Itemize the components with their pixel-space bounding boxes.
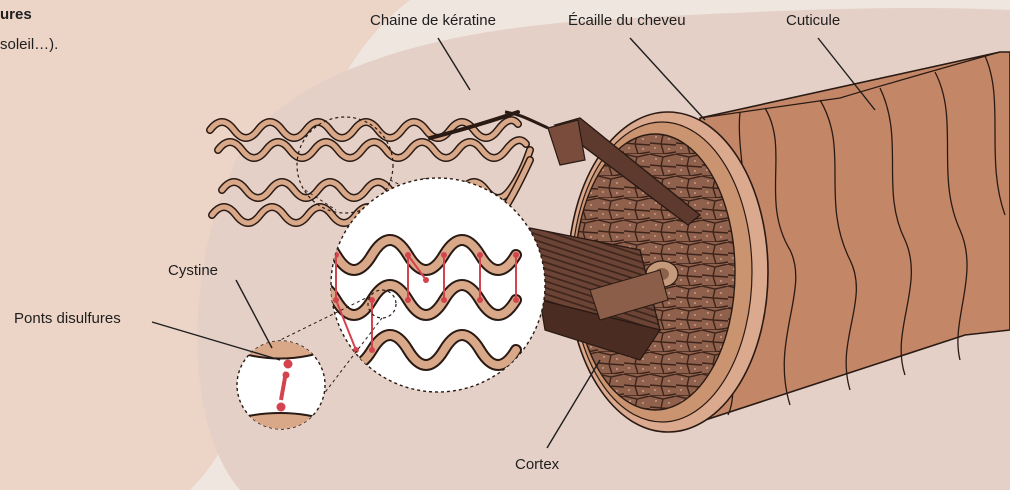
label-cortex: Cortex: [515, 456, 559, 473]
label-cystine: Cystine: [168, 262, 218, 279]
label-cuticle: Cuticule: [786, 12, 840, 29]
intro-text-fragment: soleil…).: [0, 36, 58, 53]
intro-title-fragment: ures: [0, 6, 32, 23]
label-disulfide-bridges: Ponts disulfures: [14, 310, 121, 327]
label-keratin-chain: Chaine de kératine: [370, 12, 496, 29]
label-hair-scale: Écaille du cheveu: [568, 12, 686, 29]
